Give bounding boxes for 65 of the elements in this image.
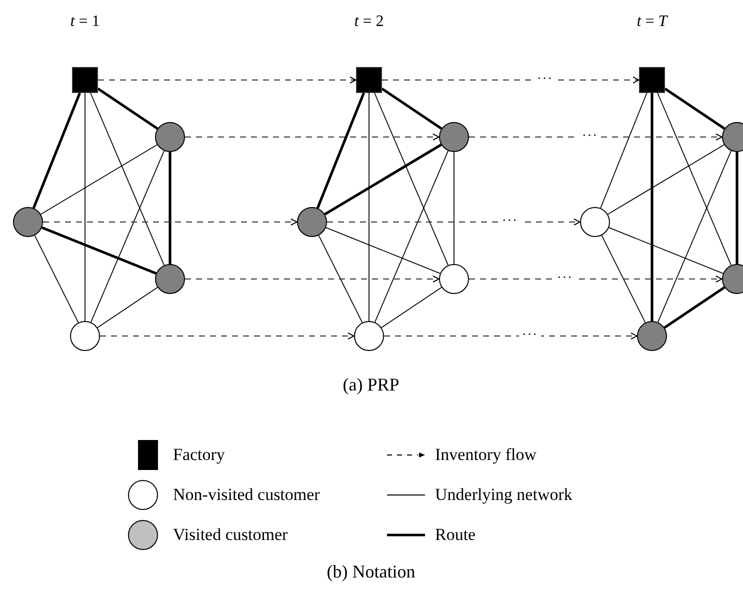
connector-line xyxy=(664,286,726,329)
connector-line xyxy=(607,144,725,215)
customer-circle xyxy=(722,122,743,152)
connector-line xyxy=(325,227,441,274)
connector-line xyxy=(657,150,732,323)
customer-circle xyxy=(354,321,384,351)
connector-line xyxy=(381,88,442,130)
caption: (a) PRP xyxy=(342,374,400,396)
customer-circle xyxy=(13,207,43,237)
connector-line xyxy=(97,88,158,130)
connector-line xyxy=(32,92,81,209)
connector-line xyxy=(168,152,172,264)
dashed-arrow xyxy=(468,276,722,282)
dashed-arrow xyxy=(42,218,298,226)
connector-line xyxy=(374,92,449,266)
connector-line xyxy=(84,92,86,322)
legend-label: Inventory flow xyxy=(435,445,537,465)
dashed-arrow xyxy=(468,134,722,140)
dashed-arrow xyxy=(98,76,356,84)
period-label: t = 1 xyxy=(70,13,100,31)
customer-circle xyxy=(155,264,185,294)
caption: (b) Notation xyxy=(326,562,416,582)
factory-square xyxy=(72,67,98,93)
customer-circle xyxy=(439,122,469,152)
customer-circle xyxy=(637,321,667,351)
factory-square xyxy=(356,67,382,93)
connector-line xyxy=(600,92,648,209)
connector-line xyxy=(318,234,363,324)
connector-line xyxy=(41,226,157,275)
connector-line xyxy=(381,286,442,328)
customer-circle xyxy=(722,264,743,294)
connector-line xyxy=(650,93,654,321)
connector-line xyxy=(90,150,165,323)
period-label: t = 2 xyxy=(354,13,384,31)
connector-line xyxy=(368,92,370,322)
dashed-arrow xyxy=(326,218,580,226)
legend-label: Underlying network xyxy=(435,485,572,505)
connector-line xyxy=(40,144,158,215)
legend-label: Route xyxy=(435,525,476,545)
connector-line xyxy=(97,286,158,328)
customer-circle xyxy=(439,264,469,294)
customer-circle xyxy=(297,207,327,237)
connector-line xyxy=(374,150,449,323)
connector-line xyxy=(736,152,738,264)
customer-circle xyxy=(70,321,100,351)
factory-square xyxy=(639,67,665,93)
customer-circle xyxy=(155,122,185,152)
period-label: t = T xyxy=(636,13,668,31)
connector-line xyxy=(601,234,646,324)
legend-label: Factory xyxy=(173,445,225,465)
dashed-arrow xyxy=(184,134,440,140)
customer-circle xyxy=(580,207,610,237)
legend-label: Non-visited customer xyxy=(173,485,320,505)
connector-line xyxy=(324,144,442,216)
dashed-arrow xyxy=(184,276,440,282)
connector-line xyxy=(34,234,79,324)
connector-line xyxy=(90,92,165,266)
dashed-arrow xyxy=(384,332,638,340)
connector-line xyxy=(608,227,724,274)
connector-line xyxy=(316,92,365,209)
legend-label: Visited customer xyxy=(173,525,288,545)
dashed-arrow xyxy=(100,332,354,340)
connector-line xyxy=(657,92,732,266)
dashed-arrow xyxy=(382,76,640,84)
connector-line xyxy=(664,88,726,130)
